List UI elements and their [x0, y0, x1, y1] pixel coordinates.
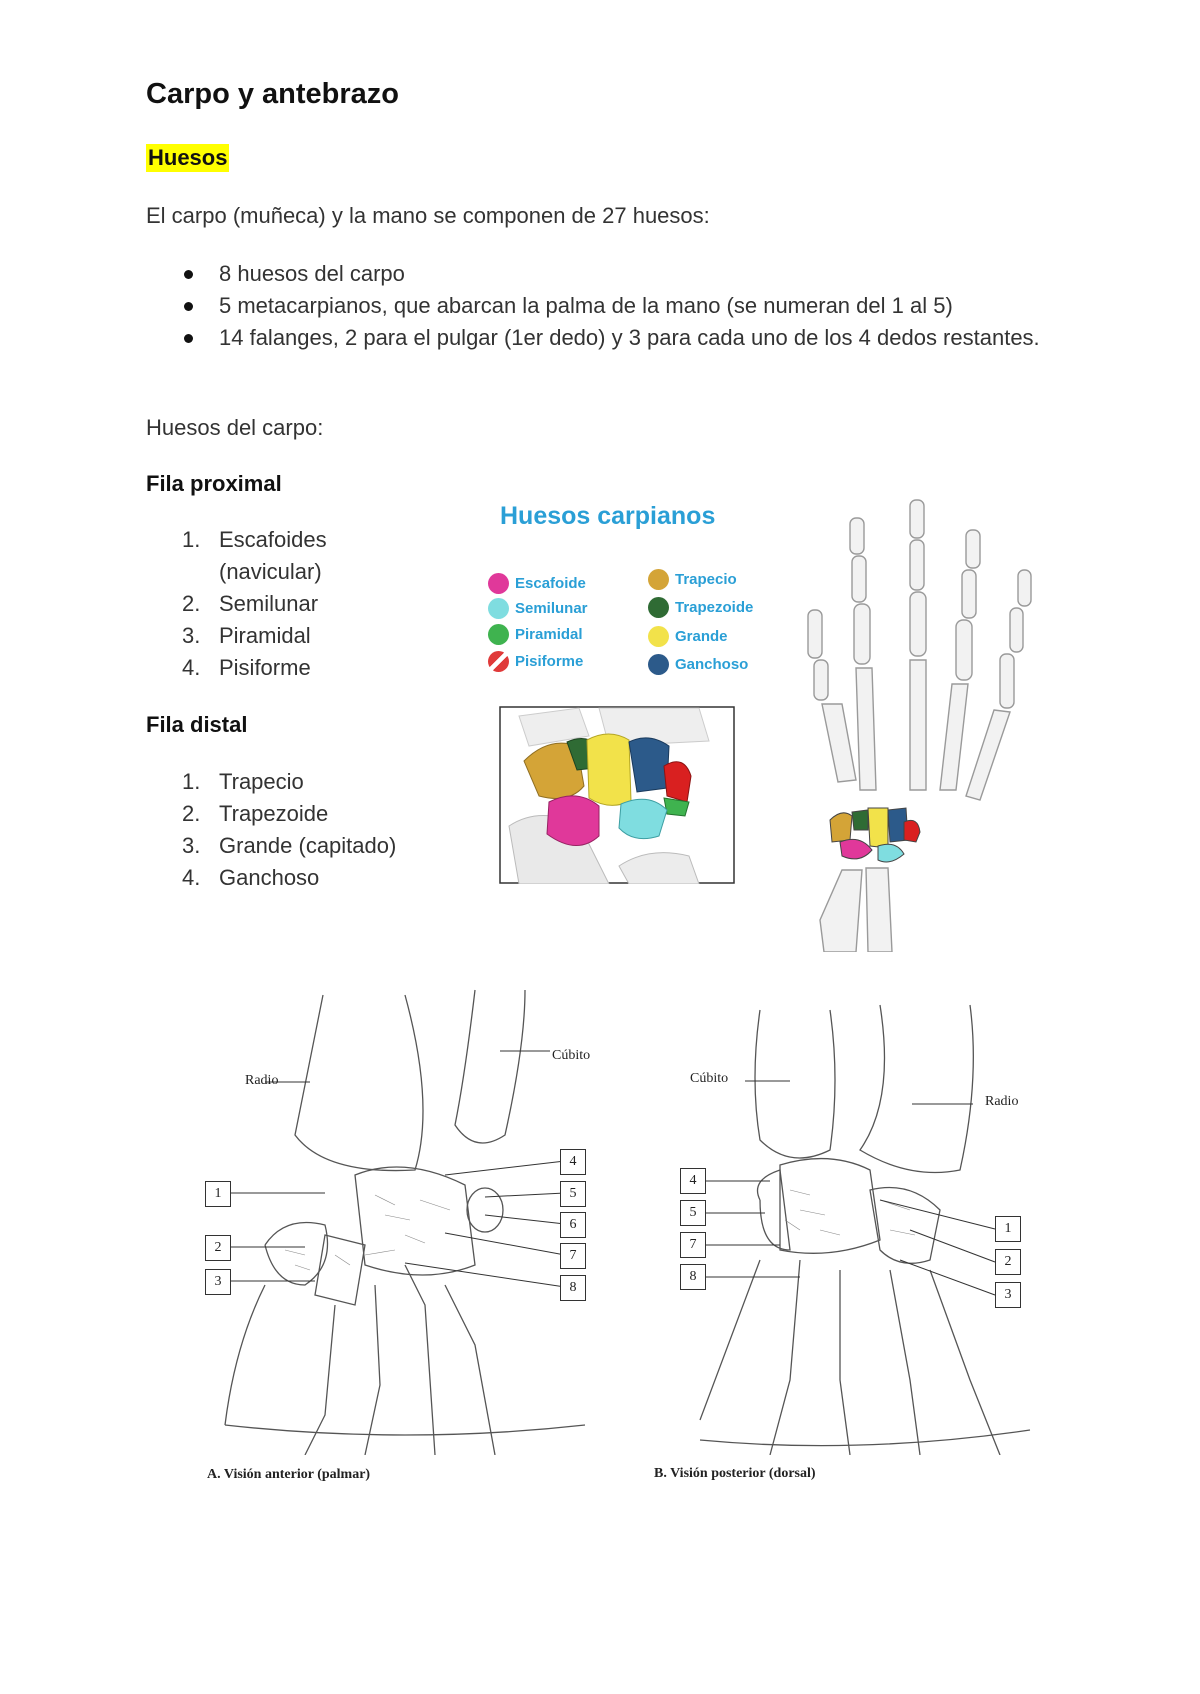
- carpal-closeup-illustration: [499, 706, 735, 884]
- list-item: 4.Ganchoso: [182, 865, 320, 890]
- trapezoide-swatch-icon: [648, 597, 669, 618]
- intro-paragraph: El carpo (muñeca) y la mano se componen …: [146, 203, 710, 228]
- distal-heading: Fila distal: [146, 712, 248, 737]
- piramidal-swatch-icon: [488, 624, 509, 645]
- label-number-box: 1: [205, 1181, 231, 1207]
- label-number-box: 7: [680, 1232, 706, 1258]
- posterior-view-illustration: [690, 1004, 1031, 1455]
- legend-item-piramidal: Piramidal: [488, 624, 583, 645]
- trapecio-swatch-icon: [648, 569, 669, 590]
- list-item: 5 metacarpianos, que abarcan la palma de…: [184, 290, 1064, 322]
- list-item: 2.Trapezoide: [182, 801, 329, 826]
- semilunar-swatch-icon: [488, 598, 509, 619]
- legend-item-trapezoide: Trapezoide: [648, 597, 753, 618]
- legend-item-trapecio: Trapecio: [648, 569, 737, 590]
- list-item: 4.Pisiforme: [182, 655, 311, 680]
- anterior-caption: A. Visión anterior (palmar): [207, 1467, 371, 1482]
- label-number-box: 5: [680, 1200, 706, 1226]
- label-number-box: 4: [680, 1168, 706, 1194]
- label-number-box: 3: [995, 1282, 1021, 1308]
- label-number-box: 3: [205, 1269, 231, 1295]
- distal-list: 1.Trapecio 2.Trapezoide 3.Grande (capita…: [146, 766, 446, 894]
- proximal-heading: Fila proximal: [146, 471, 282, 496]
- label-number-box: 8: [680, 1264, 706, 1290]
- bullet-icon: [184, 302, 193, 311]
- list-item: 3.Grande (capitado): [182, 833, 397, 858]
- ganchoso-swatch-icon: [648, 654, 669, 675]
- list-item: 8 huesos del carpo: [184, 258, 1064, 290]
- radio-label: Radio: [985, 1094, 1019, 1109]
- label-number-box: 1: [995, 1216, 1021, 1242]
- section-heading: Huesos: [146, 144, 230, 172]
- label-number-box: 8: [560, 1275, 586, 1301]
- cubito-label: Cúbito: [552, 1048, 591, 1063]
- bullet-icon: [184, 270, 193, 279]
- list-item: 3.Piramidal: [182, 623, 311, 648]
- list-item: 1.Escafoides (navicular): [182, 527, 327, 584]
- proximal-list: 1.Escafoides (navicular) 2.Semilunar 3.P…: [146, 524, 386, 684]
- legend-item-ganchoso: Ganchoso: [648, 654, 748, 675]
- label-number-box: 2: [995, 1249, 1021, 1275]
- pisiforme-swatch-icon: [488, 651, 509, 672]
- label-number-box: 5: [560, 1181, 586, 1207]
- list-item: 2.Semilunar: [182, 591, 319, 616]
- cubito-label: Cúbito: [690, 1071, 729, 1086]
- hand-skeleton-illustration: [807, 499, 1032, 952]
- bullet-icon: [184, 334, 193, 343]
- legend-item-pisiforme: Pisiforme: [488, 651, 583, 672]
- legend-item-semilunar: Semilunar: [488, 598, 588, 619]
- label-number-box: 2: [205, 1235, 231, 1261]
- list-item: 1.Trapecio: [182, 769, 304, 794]
- label-number-box: 6: [560, 1212, 586, 1238]
- escafoide-swatch-icon: [488, 573, 509, 594]
- figure-title: Huesos carpianos: [500, 502, 716, 530]
- label-number-box: 4: [560, 1149, 586, 1175]
- carpal-intro: Huesos del carpo:: [146, 415, 324, 440]
- anterior-view-illustration: [217, 989, 586, 1455]
- posterior-caption: B. Visión posterior (dorsal): [654, 1466, 816, 1481]
- label-number-box: 7: [560, 1243, 586, 1269]
- radio-label: Radio: [245, 1073, 279, 1088]
- legend-item-grande: Grande: [648, 626, 728, 647]
- bone-count-list: 8 huesos del carpo 5 metacarpianos, que …: [184, 258, 1064, 354]
- page-title: Carpo y antebrazo: [146, 78, 399, 110]
- list-item: 14 falanges, 2 para el pulgar (1er dedo)…: [184, 322, 1064, 354]
- legend-item-escafoide: Escafoide: [488, 573, 586, 594]
- grande-swatch-icon: [648, 626, 669, 647]
